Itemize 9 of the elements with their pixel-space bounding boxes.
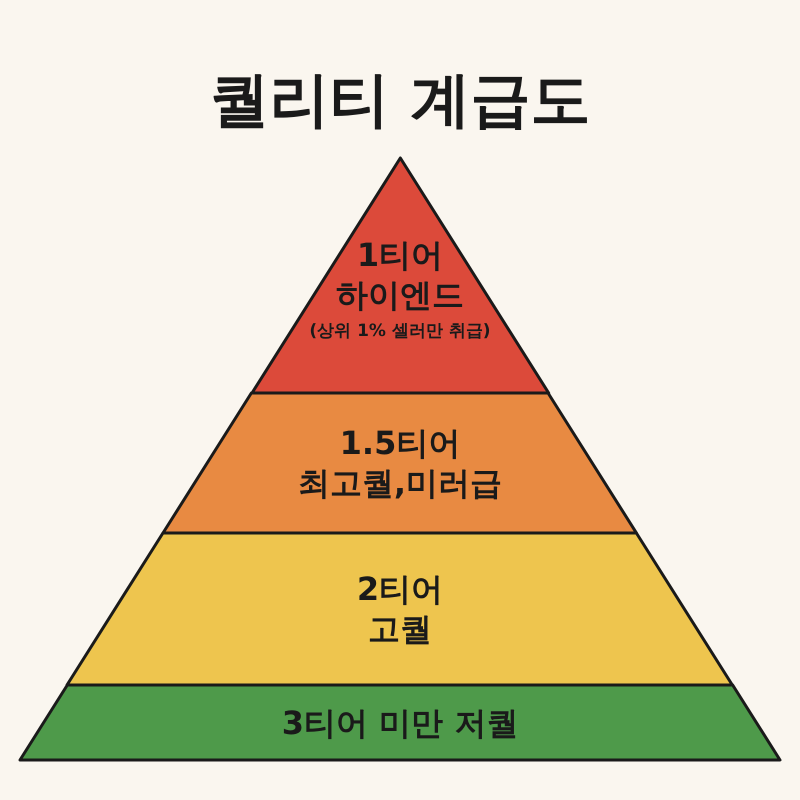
- tier-label: 1.5티어: [340, 423, 460, 463]
- tier-label: 고퀄: [368, 609, 432, 649]
- tier-note: (상위 1% 셀러만 취급): [309, 321, 491, 342]
- tier-label: 3티어 미만 저퀄: [282, 702, 518, 742]
- tier-label: 최고퀄,미러급: [298, 463, 502, 503]
- tier-label: 하이엔드: [336, 275, 464, 315]
- title: 퀄리티 계급도: [210, 65, 590, 135]
- tier-label: 1티어: [356, 235, 444, 275]
- tier-label: 2티어: [356, 569, 444, 609]
